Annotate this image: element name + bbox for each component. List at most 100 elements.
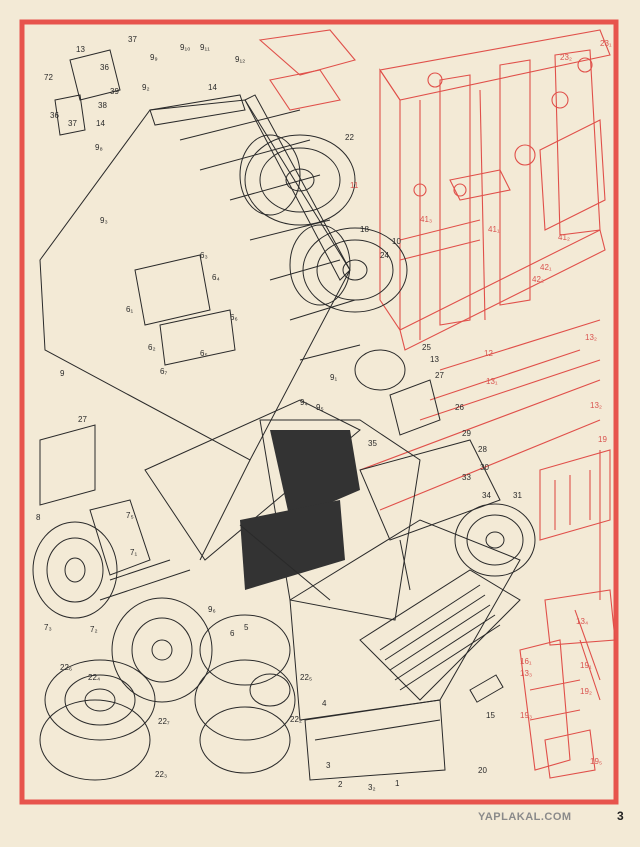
label-23-2: 23₂ xyxy=(560,53,572,62)
red-part-labels: 11 41₃ 41₁ 41₂ 42₁ 42₂ 12 13₁ 13₂ 13₂ 19… xyxy=(350,39,612,766)
label-22-7: 22₇ xyxy=(158,717,170,726)
label-2: 2 xyxy=(338,780,343,789)
label-9-11: 9₁₁ xyxy=(200,43,210,52)
label-22-2: 22₂ xyxy=(290,715,302,724)
red-border xyxy=(19,19,619,805)
label-9-9: 9₉ xyxy=(150,53,158,62)
label-6-5: 6₅ xyxy=(200,349,208,358)
label-1: 1 xyxy=(395,779,400,788)
label-22-6: 22₆ xyxy=(60,663,72,672)
page-number: 3 xyxy=(617,809,624,823)
rear-wheel-upper xyxy=(239,134,356,226)
label-41-2: 41₂ xyxy=(558,233,570,242)
label-22-4: 22₄ xyxy=(88,673,100,682)
label-16-1: 16₁ xyxy=(520,657,532,666)
wheel-disc xyxy=(111,597,213,703)
label-6-3: 6₃ xyxy=(200,251,208,260)
label-22: 22 xyxy=(345,133,354,142)
label-37: 37 xyxy=(128,35,137,44)
label-13-top: 13 xyxy=(76,45,85,54)
label-6-1: 6₁ xyxy=(126,305,133,314)
label-19-3: 19₃ xyxy=(520,711,532,720)
label-6-7: 6₇ xyxy=(160,367,167,376)
label-33: 33 xyxy=(462,473,471,482)
label-7-1: 7₁ xyxy=(130,548,137,557)
wheels xyxy=(32,49,536,781)
label-9-2: 9₂ xyxy=(142,83,150,92)
label-3-2: 3₂ xyxy=(368,783,376,792)
label-9-8: 9₈ xyxy=(95,143,103,152)
label-10: 10 xyxy=(392,237,401,246)
label-34: 34 xyxy=(482,491,491,500)
label-42-2: 42₂ xyxy=(532,275,544,284)
label-28: 28 xyxy=(478,445,487,454)
label-11: 11 xyxy=(350,181,359,190)
label-4: 4 xyxy=(322,699,327,708)
label-15: 15 xyxy=(486,711,495,720)
label-42-1: 42₁ xyxy=(540,263,552,272)
label-9: 9 xyxy=(60,369,65,378)
label-5: 5 xyxy=(244,623,249,632)
label-22-5: 22₅ xyxy=(300,673,312,682)
label-13-3: 13₃ xyxy=(520,669,532,678)
label-27-left: 27 xyxy=(78,415,87,424)
watermark: YAPLAKAL.COM xyxy=(478,811,572,823)
label-13-2: 13₂ xyxy=(585,333,597,342)
label-19: 19 xyxy=(598,435,607,444)
label-41-1: 41₁ xyxy=(488,225,500,234)
label-72: 72 xyxy=(44,73,53,82)
label-9-4: 9₄ xyxy=(300,398,308,407)
label-23-1: 23₁ xyxy=(600,39,612,48)
label-39: 39 xyxy=(110,87,119,96)
chassis-frame-red xyxy=(258,29,616,779)
spare-wheel-left xyxy=(32,521,118,619)
label-9-5: 9₅ xyxy=(316,403,324,412)
label-13: 13 xyxy=(430,355,439,364)
label-20: 20 xyxy=(478,766,487,775)
label-18: 18 xyxy=(360,225,369,234)
label-41-3: 41₃ xyxy=(420,215,432,224)
label-35: 35 xyxy=(368,439,377,448)
cab-window-front xyxy=(240,500,345,590)
wheel-cylinder-right xyxy=(194,614,296,774)
label-13-2b: 13₂ xyxy=(590,401,602,410)
label-9-1: 9₁ xyxy=(330,373,337,382)
label-8: 8 xyxy=(36,513,41,522)
front-wheel xyxy=(454,503,536,577)
label-9-3: 9₃ xyxy=(100,216,108,225)
rear-wheel-middle xyxy=(289,224,408,313)
label-25: 25 xyxy=(422,343,431,352)
label-24: 24 xyxy=(380,251,389,260)
label-7-3: 7₃ xyxy=(44,623,52,632)
label-13-4: 13₄ xyxy=(576,617,588,626)
label-31: 31 xyxy=(513,491,522,500)
label-19-1: 19₁ xyxy=(580,661,592,670)
label-6-2: 6₂ xyxy=(148,343,156,352)
wheel-cylinder-left xyxy=(39,659,156,781)
label-12-red: 12 xyxy=(484,349,493,358)
label-26: 26 xyxy=(455,403,464,412)
label-19-5: 19₅ xyxy=(590,757,602,766)
part-labels: 9 9₃ 9₈ 9₂ 9₉ 9₁₀ 9₁₁ 9₁₂ 14 22 18 10 24… xyxy=(36,35,522,792)
label-6-4: 6₄ xyxy=(212,273,220,282)
label-29: 29 xyxy=(462,429,471,438)
label-7-5: 7₅ xyxy=(126,511,134,520)
label-13-1: 13₁ xyxy=(486,377,498,386)
label-9-6: 9₆ xyxy=(208,605,216,614)
label-14b: 14 xyxy=(96,119,105,128)
label-7-2: 7₂ xyxy=(90,625,98,634)
label-14: 14 xyxy=(208,83,217,92)
label-37b: 37 xyxy=(68,119,77,128)
label-36b: 36 xyxy=(50,111,59,120)
label-22-3: 22₃ xyxy=(155,770,167,779)
label-3: 3 xyxy=(326,761,331,770)
label-19-2: 19₂ xyxy=(580,687,592,696)
label-36: 36 xyxy=(100,63,109,72)
label-6: 6 xyxy=(230,629,235,638)
label-30: 30 xyxy=(480,463,489,472)
label-38: 38 xyxy=(98,101,107,110)
truck-body-lines xyxy=(39,94,521,781)
label-6-6: 6₆ xyxy=(230,313,238,322)
label-27: 27 xyxy=(435,371,444,380)
